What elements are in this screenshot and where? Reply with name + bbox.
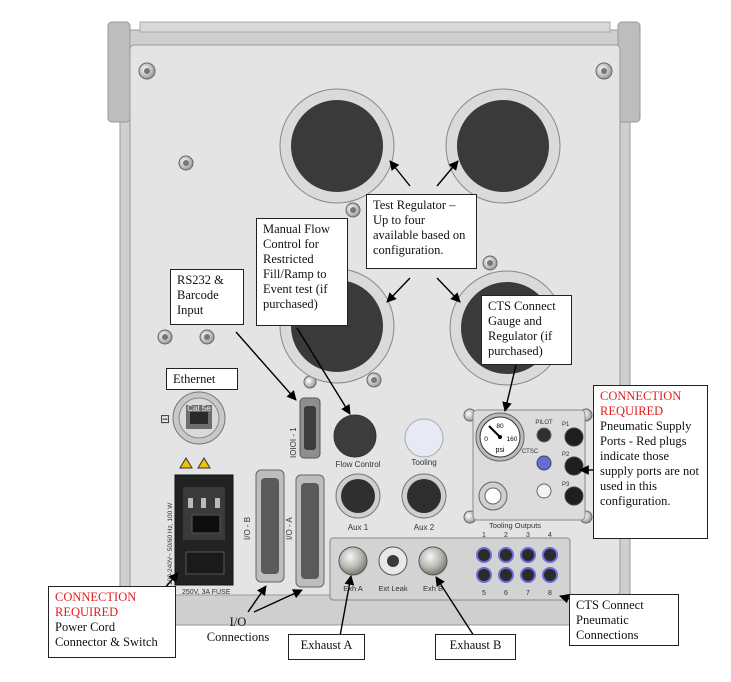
corner-screws xyxy=(138,62,613,524)
power-rating-label: 100-240V~ 50/60 Hz, 100 W xyxy=(167,502,174,585)
pneumatic-required: CONNECTION REQUIRED xyxy=(600,389,682,418)
tooling-output-number: 5 xyxy=(482,590,486,597)
tooling-output-port xyxy=(476,567,492,583)
gauge-unit: psi xyxy=(496,447,505,454)
tooling-output-number: 6 xyxy=(504,590,508,597)
tooling-output-number: 8 xyxy=(548,590,552,597)
gauge-value-right: 160 xyxy=(507,436,518,443)
callout-manual-flow: Manual Flow Control for Restricted Fill/… xyxy=(256,218,348,326)
aux-ports: Aux 1 Aux 2 xyxy=(335,473,447,532)
tooling-output-number: 1 xyxy=(482,532,486,539)
serial-port-label: IOIOI - 1 xyxy=(289,427,298,458)
serial-port: IOIOI - 1 xyxy=(289,397,321,459)
flow-control-label: Flow Control xyxy=(336,460,381,469)
callout-test-regulator: Test Regulator – Up to four available ba… xyxy=(366,194,477,269)
tooling-output-number: 7 xyxy=(526,590,530,597)
leader-arrows xyxy=(162,160,596,637)
network-icon: ⊟ xyxy=(160,412,170,426)
callout-io: I/O Connections xyxy=(206,615,270,644)
aux2-label: Aux 2 xyxy=(414,523,435,532)
exh-b-label: Exh B xyxy=(423,584,443,593)
tooling-output-port xyxy=(520,547,536,563)
power-required: CONNECTION REQUIRED xyxy=(55,590,137,619)
io-a-label: I/O - A xyxy=(285,517,294,540)
callout-ethernet: Ethernet xyxy=(166,368,238,390)
tooling-output-port xyxy=(476,547,492,563)
tooling-output-port xyxy=(498,567,514,583)
callout-cts-gauge: CTS Connect Gauge and Regulator (if purc… xyxy=(481,295,572,365)
exh-a-label: Exh A xyxy=(343,584,363,593)
aux1-label: Aux 1 xyxy=(348,523,369,532)
tooling-output-port xyxy=(520,567,536,583)
tooling-label: Tooling xyxy=(411,458,436,467)
tooling-output-port xyxy=(498,547,514,563)
tooling-outputs-label: Tooling Outputs xyxy=(489,521,541,530)
pilot-label: PILOT xyxy=(535,420,553,426)
callout-exhaust-a: Exhaust A xyxy=(288,634,365,660)
callout-cts-pneumatic: CTS Connect Pneumatic Connections xyxy=(569,594,679,646)
ext-leak-label: Ext Leak xyxy=(378,584,407,593)
p1-label: P1 xyxy=(562,422,570,428)
cat-label: Cat 5e xyxy=(187,404,211,413)
callout-power: CONNECTION REQUIRED Power Cord Connector… xyxy=(48,586,176,658)
p3-label: P3 xyxy=(562,482,570,488)
callout-exhaust-b: Exhaust B xyxy=(435,634,516,660)
io-b-label: I/O - B xyxy=(243,517,252,540)
ctsc-label: CTSC xyxy=(522,449,539,455)
tooling-output-port xyxy=(542,547,558,563)
callout-rs232: RS232 & Barcode Input xyxy=(170,269,244,325)
gauge-value-top: 80 xyxy=(496,423,504,430)
gauge-value-left: 0 xyxy=(484,436,488,443)
power-module: 100-240V~ 50/60 Hz, 100 W 250V, 3A FUSE xyxy=(167,457,234,596)
fuse-label: 250V, 3A FUSE xyxy=(182,589,231,596)
flow-control-knob xyxy=(333,414,377,458)
exhaust-strip: Exh A Ext Leak Exh B Tooling Outputs 1 2 3… xyxy=(329,521,571,601)
tooling-output-number: 3 xyxy=(526,532,530,539)
tooling-output-number: 4 xyxy=(548,532,552,539)
pneumatic-text: Pneumatic Supply Ports - Red plugs indic… xyxy=(600,419,699,508)
tooling-output-number: 2 xyxy=(504,532,508,539)
cts-panel: 80 0 160 psi PILOT CTSC P1 P2 P3 xyxy=(472,409,586,521)
tooling-plug xyxy=(404,418,444,458)
ethernet-port: Cat 5e ⊟ xyxy=(160,391,226,445)
tooling-outputs: 1 2 3 4 5 6 7 8 xyxy=(476,532,558,597)
p2-label: P2 xyxy=(562,452,570,458)
tooling-output-port xyxy=(542,567,558,583)
power-text: Power Cord Connector & Switch xyxy=(55,620,158,649)
io-connectors: I/O - B I/O - A xyxy=(243,469,325,588)
callout-pneumatic-supply: CONNECTION REQUIRED Pneumatic Supply Por… xyxy=(593,385,708,539)
